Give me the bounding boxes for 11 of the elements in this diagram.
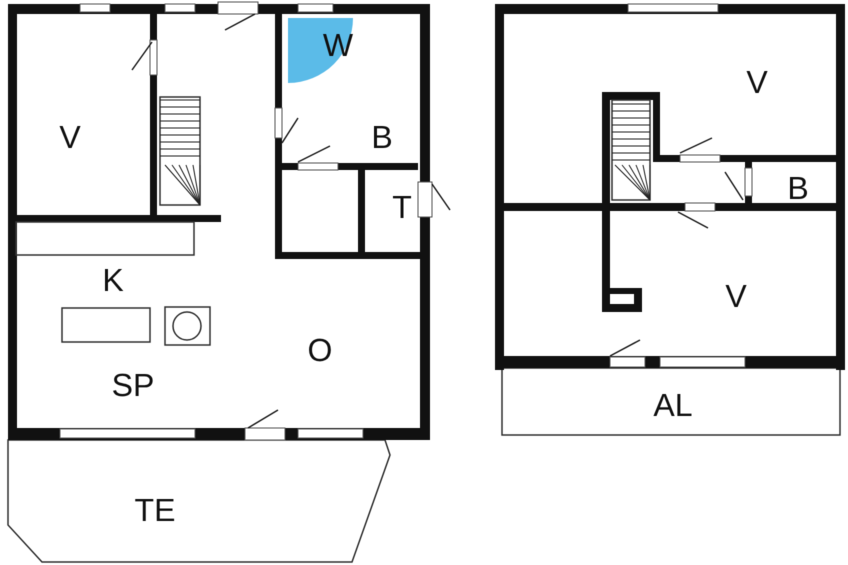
- room-label: V: [59, 121, 81, 153]
- room-label: B: [787, 172, 809, 204]
- room-label: B: [371, 121, 393, 153]
- room-label: AL: [653, 389, 693, 421]
- room-label: V: [746, 66, 768, 98]
- room-label: SP: [112, 369, 154, 401]
- room-label: O: [308, 334, 332, 366]
- room-label: T: [392, 191, 412, 223]
- room-label: K: [102, 264, 124, 296]
- room-label: TE: [134, 494, 176, 526]
- room-label: V: [725, 280, 747, 312]
